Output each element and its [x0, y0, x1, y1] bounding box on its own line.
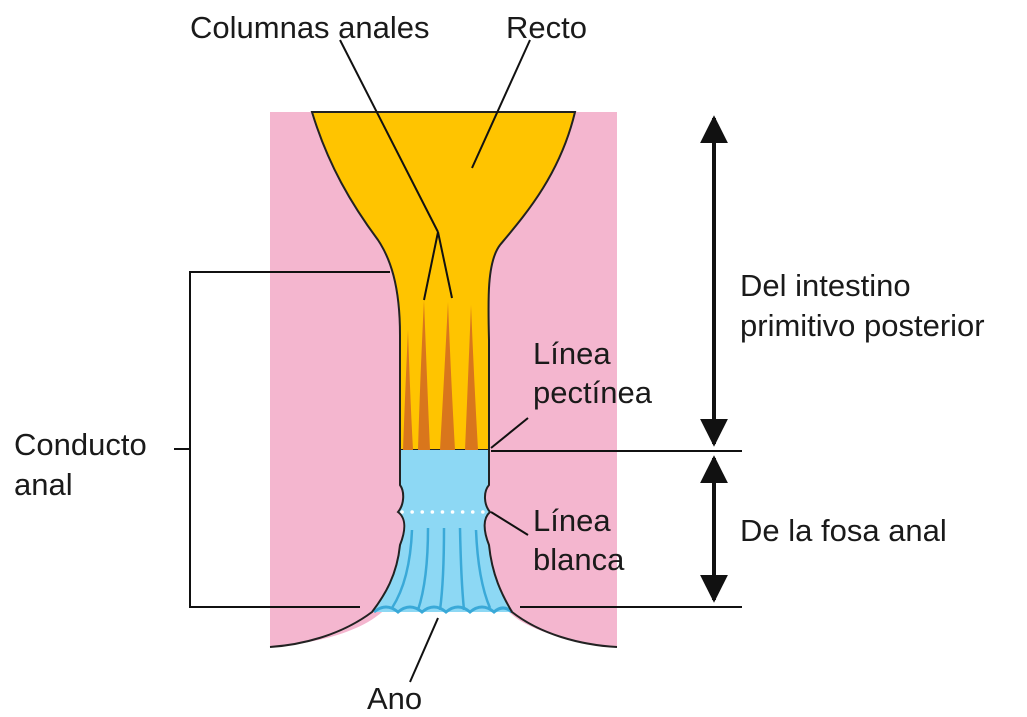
label-de-la-fosa-anal: De la fosa anal [740, 513, 947, 548]
label-linea-pectinea-line1: Línea [533, 336, 611, 371]
label-conducto-anal-line1: Conducto [14, 427, 147, 462]
label-linea-pectinea-line2: pectínea [533, 375, 653, 410]
label-conducto-anal-line2: anal [14, 467, 73, 502]
label-recto: Recto [506, 10, 587, 45]
label-del-intestino-line1: Del intestino [740, 268, 911, 303]
label-del-intestino-line2: primitivo posterior [740, 308, 985, 343]
label-columnas-anales: Columnas anales [190, 10, 430, 45]
label-linea-blanca-line2: blanca [533, 542, 625, 577]
label-linea-blanca-line1: Línea [533, 503, 611, 538]
label-ano: Ano [367, 681, 422, 716]
